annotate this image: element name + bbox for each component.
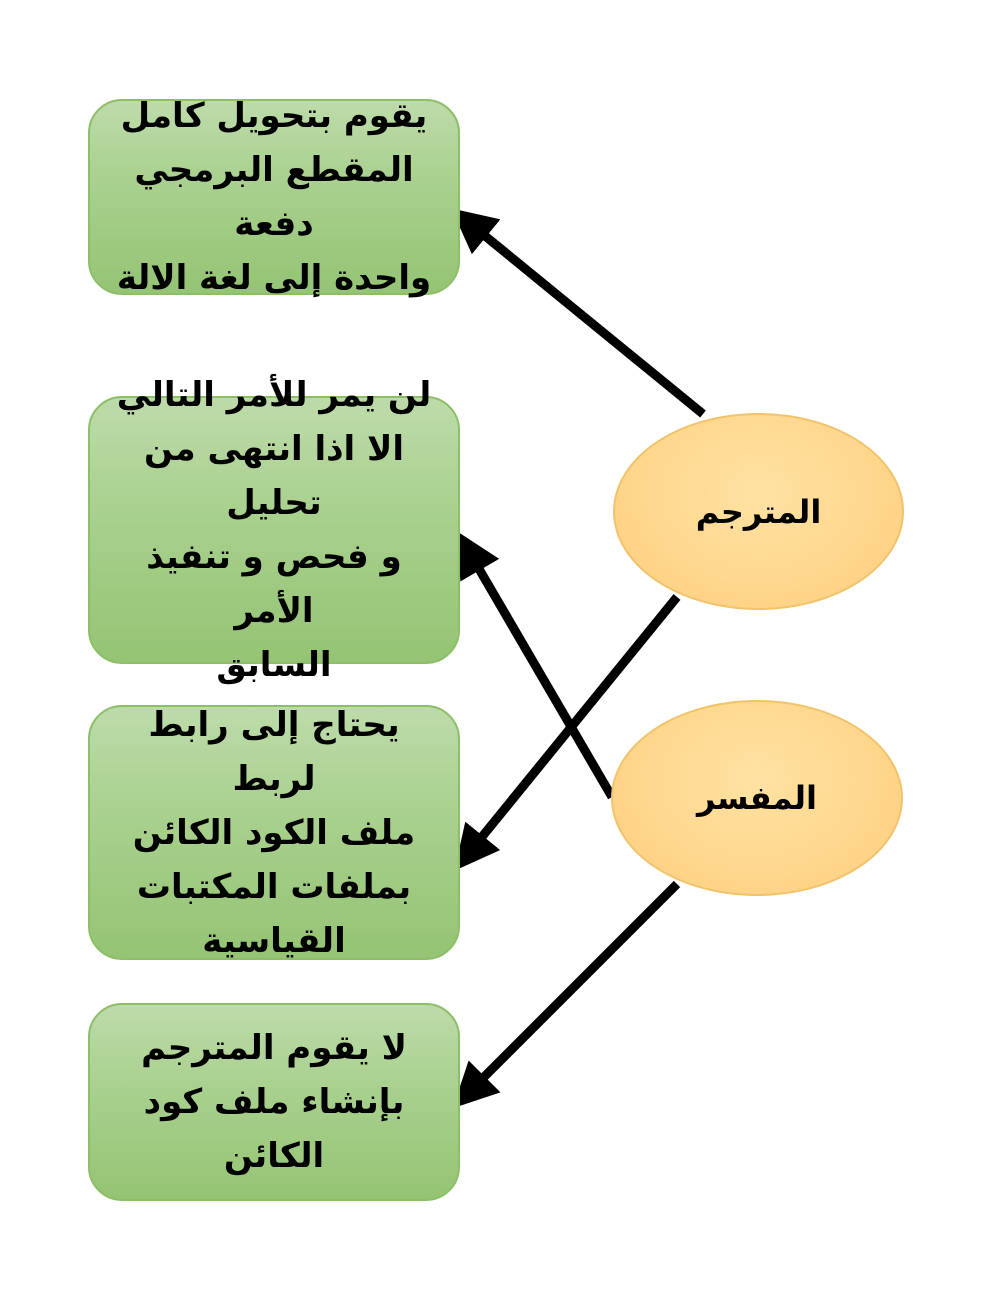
- description-box-3: يحتاج إلى رابط لربط ملف الكود الكائن بمل…: [88, 705, 460, 961]
- description-box-1-text: يقوم بتحويل كامل المقطع البرمجي دفعة واح…: [116, 96, 432, 298]
- compiler-node: المترجم: [613, 413, 904, 610]
- arrow-interpreter-to-box-2: [457, 531, 616, 800]
- description-box-4-text: لا يقوم المترجم بإنشاء ملف كود الكائن: [141, 1028, 407, 1176]
- interpreter-label: المفسر: [697, 779, 817, 817]
- arrow-interpreter-to-box-4: [452, 880, 681, 1109]
- description-box-2-text: لن يمر للأمر التالي الا اذا انتهى من تحل…: [116, 375, 432, 685]
- arrow-compiler-to-box-1: [451, 208, 706, 418]
- interpreter-node: المفسر: [611, 700, 903, 896]
- description-box-1: يقوم بتحويل كامل المقطع البرمجي دفعة واح…: [88, 96, 460, 298]
- description-box-3-text: يحتاج إلى رابط لربط ملف الكود الكائن بمل…: [132, 704, 416, 961]
- description-box-2: لن يمر للأمر التالي الا اذا انتهى من تحل…: [88, 375, 460, 685]
- description-box-4: لا يقوم المترجم بإنشاء ملف كود الكائن: [88, 1003, 460, 1201]
- compiler-label: المترجم: [695, 492, 822, 531]
